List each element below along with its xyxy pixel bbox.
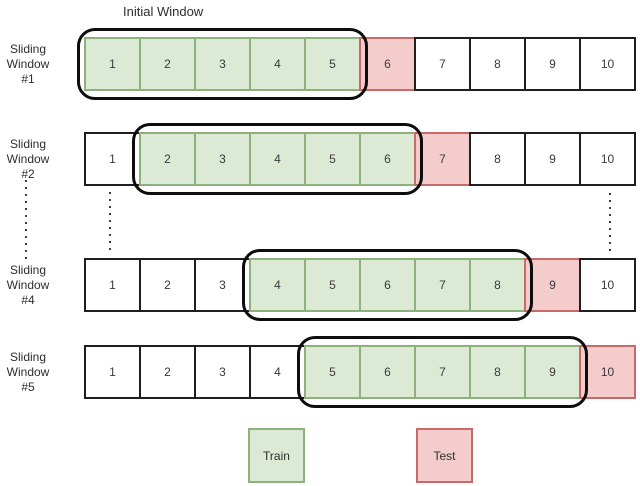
row-label-line: Sliding <box>9 350 47 364</box>
legend-test-label: Test <box>433 448 456 463</box>
cell-train-5: 5 <box>304 258 361 312</box>
cell-test-7: 7 <box>414 132 471 186</box>
cell-none-10: 10 <box>579 37 636 91</box>
row-label-line: Sliding <box>9 137 47 151</box>
cell-none-8: 8 <box>469 132 526 186</box>
initial-window-title: Initial Window <box>123 4 204 19</box>
cell-train-3: 3 <box>194 37 251 91</box>
cell-train-2: 2 <box>139 132 196 186</box>
cell-none-2: 2 <box>139 345 196 399</box>
cell-none-8: 8 <box>469 37 526 91</box>
row-label-line: Sliding <box>9 263 47 277</box>
legend-train-swatch: Train <box>248 428 305 483</box>
row-label-line: Window <box>6 278 50 292</box>
cell-none-10: 10 <box>579 258 636 312</box>
row-label-line: Sliding <box>9 42 47 56</box>
row-label-line: Window <box>6 365 50 379</box>
legend-test-swatch: Test <box>416 428 473 483</box>
row-label-line: #2 <box>21 167 35 181</box>
cell-none-4: 4 <box>249 345 306 399</box>
cell-none-9: 9 <box>524 37 581 91</box>
cell-none-3: 3 <box>194 258 251 312</box>
cell-train-4: 4 <box>249 258 306 312</box>
cell-train-6: 6 <box>359 345 416 399</box>
cell-train-1: 1 <box>84 37 141 91</box>
cell-test-9: 9 <box>524 258 581 312</box>
cell-train-3: 3 <box>194 132 251 186</box>
row-label-line: Window <box>6 57 50 71</box>
cell-train-5: 5 <box>304 132 361 186</box>
row-label-line: #4 <box>21 293 35 307</box>
cell-train-7: 7 <box>414 345 471 399</box>
cell-train-4: 4 <box>249 37 306 91</box>
cell-none-2: 2 <box>139 258 196 312</box>
cell-train-7: 7 <box>414 258 471 312</box>
cell-train-9: 9 <box>524 345 581 399</box>
cell-train-6: 6 <box>359 258 416 312</box>
row-label-line: #1 <box>21 72 35 86</box>
cell-none-1: 1 <box>84 132 141 186</box>
cell-none-10: 10 <box>579 132 636 186</box>
cell-none-1: 1 <box>84 258 141 312</box>
cell-train-6: 6 <box>359 132 416 186</box>
cell-train-2: 2 <box>139 37 196 91</box>
omitted-rows-dots <box>609 193 611 255</box>
cell-train-4: 4 <box>249 132 306 186</box>
row-label-line: Window <box>6 152 50 166</box>
cell-train-5: 5 <box>304 345 361 399</box>
omitted-rows-dots <box>109 192 111 254</box>
cell-test-10: 10 <box>579 345 636 399</box>
cell-none-7: 7 <box>414 37 471 91</box>
omitted-rows-dots <box>25 180 27 260</box>
cell-none-3: 3 <box>194 345 251 399</box>
cell-train-8: 8 <box>469 258 526 312</box>
legend-train-label: Train <box>263 448 290 463</box>
cell-test-6: 6 <box>359 37 416 91</box>
cell-none-9: 9 <box>524 132 581 186</box>
cell-none-1: 1 <box>84 345 141 399</box>
cell-train-5: 5 <box>304 37 361 91</box>
row-label-line: #5 <box>21 380 35 394</box>
cell-train-8: 8 <box>469 345 526 399</box>
